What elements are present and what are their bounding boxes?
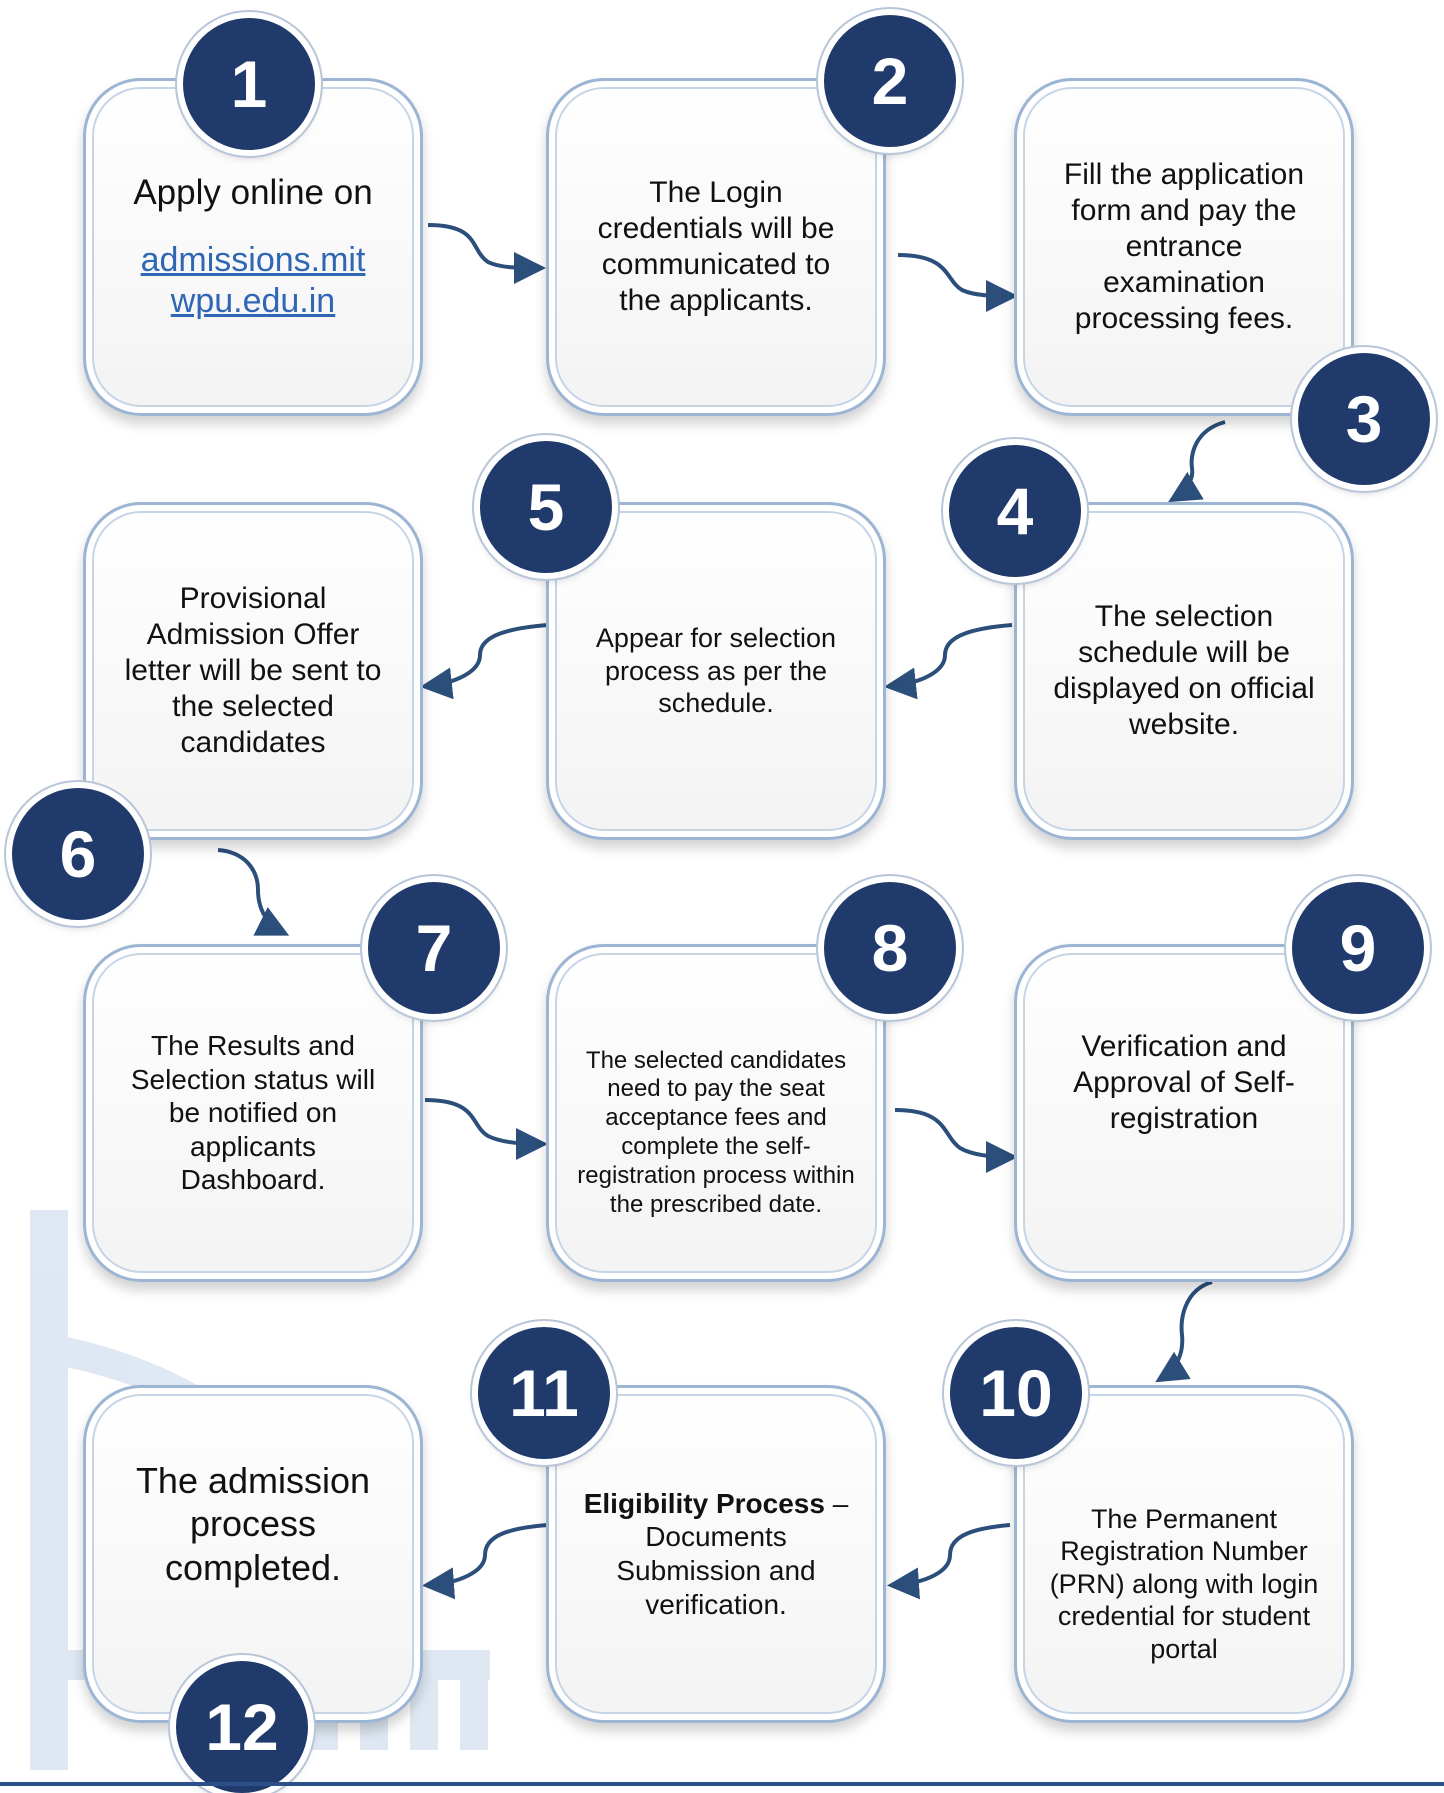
step-3-text: Fill the application form and pay the en… (1063, 158, 1305, 335)
step-2-text: The Login credentials will be communicat… (597, 176, 835, 317)
step-badge-9: 9 (1292, 882, 1424, 1014)
step-9-text: Verification and Approval of Self-regist… (1073, 1030, 1295, 1135)
step-badge-4: 4 (949, 445, 1081, 577)
step-card-4: The selection schedule will be displayed… (1014, 502, 1354, 840)
step-1-text: Apply online on (133, 173, 373, 213)
step-card-9: Verification and Approval of Self-regist… (1014, 944, 1354, 1282)
step-6-text: Provisional Admission Offer letter will … (124, 582, 382, 759)
step-7-text: The Results and Selection status will be… (130, 1030, 376, 1196)
step-card-11: Eligibility Process – Documents Submissi… (546, 1385, 886, 1723)
eligibility-rest: – Documents Submission and verification. (616, 1487, 849, 1620)
step-badge-11: 11 (478, 1327, 610, 1459)
step-badge-6: 6 (12, 788, 144, 920)
step-card-7: The Results and Selection status will be… (83, 944, 423, 1282)
step-card-3: Fill the application form and pay the en… (1014, 78, 1354, 416)
step-badge-12: 12 (176, 1661, 308, 1793)
step-8-text: The selected candidates need to pay the … (577, 1046, 855, 1218)
bottom-rule (0, 1782, 1444, 1786)
step-card-2: The Login credentials will be communicat… (546, 78, 886, 416)
step-11-text: Eligibility Process – Documents Submissi… (549, 1487, 883, 1621)
step-badge-8: 8 (824, 882, 956, 1014)
step-card-8: The selected candidates need to pay the … (546, 944, 886, 1282)
step-badge-2: 2 (824, 15, 956, 147)
step-card-6: Provisional Admission Offer letter will … (83, 502, 423, 840)
step-12-text: The admission process completed. (135, 1460, 371, 1588)
step-badge-5: 5 (480, 441, 612, 573)
step-card-10: The Permanent Registration Number (PRN) … (1014, 1385, 1354, 1723)
step-badge-10: 10 (950, 1327, 1082, 1459)
step-10-text: The Permanent Registration Number (PRN) … (1049, 1504, 1319, 1664)
step-5-text: Appear for selection process as per the … (595, 623, 837, 719)
step-badge-7: 7 (368, 882, 500, 1014)
step-4-text: The selection schedule will be displayed… (1053, 600, 1315, 741)
step-badge-1: 1 (183, 18, 315, 150)
step-badge-3: 3 (1298, 353, 1430, 485)
eligibility-label: Eligibility Process (583, 1487, 825, 1519)
step-card-5: Appear for selection process as per the … (546, 502, 886, 840)
